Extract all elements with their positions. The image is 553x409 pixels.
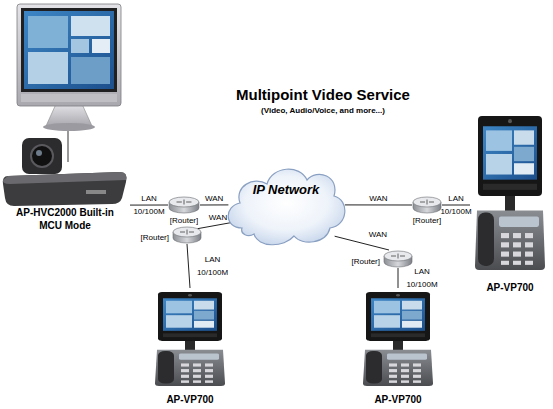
device-label: AP-VP700 <box>145 393 235 406</box>
device-node: AP-VP700 <box>470 112 550 294</box>
router-symbol <box>383 250 413 268</box>
router-label: [Router] <box>413 216 441 226</box>
network-link <box>345 204 412 205</box>
router-symbol <box>168 196 200 214</box>
vp700-illustration <box>475 116 545 270</box>
link-label: WAN <box>358 228 398 241</box>
cloud-shape <box>222 158 350 250</box>
link-label: LAN 10/100M <box>400 265 444 291</box>
router-node: [Router] <box>412 196 442 214</box>
device-node: AP-VP700 <box>145 288 235 406</box>
subtitle-slot: (Video, Audio/Voice, and more...) <box>213 105 433 116</box>
link-label: LAN 10/100M <box>127 192 171 218</box>
router-node: [Router] <box>168 196 200 214</box>
device-label: AP-HVC2000 Built-in MCU Mode <box>15 206 115 232</box>
router-label: [Router] <box>141 233 169 243</box>
router-label: [Router] <box>352 257 380 267</box>
device-node: AP-VP700 <box>353 288 443 406</box>
router-label: [Router] <box>170 216 198 226</box>
link-label: WAN <box>198 210 238 223</box>
network-cloud: IP Network <box>222 158 350 250</box>
subtitle-label: (Video, Audio/Voice, and more...) <box>213 105 433 116</box>
router-symbol <box>412 196 442 214</box>
network-link <box>200 204 228 205</box>
hvc2000-illustration <box>3 4 127 206</box>
network-link <box>130 205 168 206</box>
router-node: [Router] <box>172 226 202 244</box>
title-slot: Multipoint Video Service <box>213 86 433 103</box>
vp700-illustration <box>155 292 225 386</box>
device-node: AP-HVC2000 Built-in MCU Mode <box>0 0 130 232</box>
diagram-title: Multipoint Video Service <box>213 86 433 103</box>
link-label: LAN 10/100M <box>191 253 235 279</box>
device-label: AP-VP700 <box>353 393 443 406</box>
device-label: AP-VP700 <box>470 281 550 294</box>
router-symbol <box>172 226 202 244</box>
link-label: LAN 10/100M <box>434 192 478 218</box>
router-node: [Router] <box>383 250 413 268</box>
network-label: IP Network <box>222 182 350 198</box>
link-label: WAN <box>194 191 234 204</box>
link-label: WAN <box>358 191 398 204</box>
network-link <box>187 244 190 288</box>
network-link <box>442 205 470 206</box>
vp700-illustration <box>363 292 433 386</box>
network-link <box>398 268 399 288</box>
